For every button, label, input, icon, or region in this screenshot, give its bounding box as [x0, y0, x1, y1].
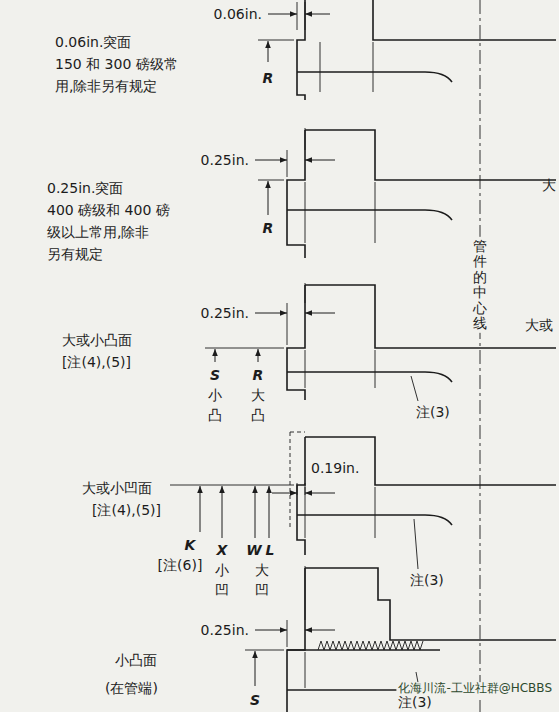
- facing-note: 0.25in.突面: [47, 180, 123, 196]
- dimension-caption: 凸: [251, 407, 265, 423]
- dimension-value: 0.06in.: [214, 6, 262, 22]
- dimension-symbol: R: [263, 220, 274, 236]
- note-ref: 注(3): [416, 404, 450, 420]
- facing-note: 400 磅级和 400 磅: [47, 202, 170, 218]
- facing-note: 级以上常用,除非: [47, 224, 149, 240]
- dimension-symbol: X: [217, 542, 228, 558]
- dimension-caption: 小: [208, 387, 222, 403]
- note-ref: [注(6)]: [158, 557, 203, 573]
- watermark: 化海川流-工业社群@HCBBS: [396, 682, 554, 696]
- dimension-caption: 凹: [255, 582, 269, 598]
- dimension-symbol: K: [185, 537, 196, 553]
- facing-title: 大或小凹面: [82, 480, 152, 496]
- facing-title: (在管端): [105, 680, 158, 696]
- dimension-value: 0.19in.: [311, 460, 359, 476]
- dimension-arrows: [200, 14, 335, 686]
- note-ref: 注(3): [398, 694, 432, 710]
- facing-note: 用,除非另有规定: [55, 78, 157, 94]
- facing-note: 另有规定: [47, 246, 103, 262]
- dimension-symbol: W: [246, 542, 261, 558]
- centerline: [480, 0, 481, 712]
- dimension-symbol: L: [266, 542, 275, 558]
- flange-outlines: [287, 0, 556, 712]
- thin-lines: [170, 2, 423, 693]
- note-ref: 注(3): [410, 572, 444, 588]
- note-ref: [注(4),(5)]: [92, 502, 161, 518]
- note-ref: [注(4),(5)]: [62, 354, 131, 370]
- facing-title: 小凸面: [115, 652, 157, 668]
- dimension-symbol: S: [250, 692, 260, 708]
- centerline-label: 管件的中心线: [472, 237, 488, 333]
- facing-note: 150 和 300 磅级常: [55, 56, 178, 72]
- cropped-text: 大或: [525, 317, 553, 333]
- dimension-caption: 凹: [215, 582, 229, 598]
- dimension-symbol: R: [263, 70, 274, 86]
- facing-note: 0.06in.突面: [55, 34, 131, 50]
- dimension-value: 0.25in.: [201, 152, 249, 168]
- dimension-caption: 凸: [208, 407, 222, 423]
- dimension-symbol: S: [210, 367, 220, 383]
- dimension-caption: 大: [251, 387, 265, 403]
- dimension-value: 0.25in.: [201, 622, 249, 638]
- dimension-caption: 小: [215, 562, 229, 578]
- dimension-caption: 大: [255, 562, 269, 578]
- dimension-symbol: R: [253, 367, 264, 383]
- facing-title: 大或小凸面: [62, 332, 132, 348]
- dimension-value: 0.25in.: [201, 305, 249, 321]
- cropped-text: 大: [542, 177, 556, 193]
